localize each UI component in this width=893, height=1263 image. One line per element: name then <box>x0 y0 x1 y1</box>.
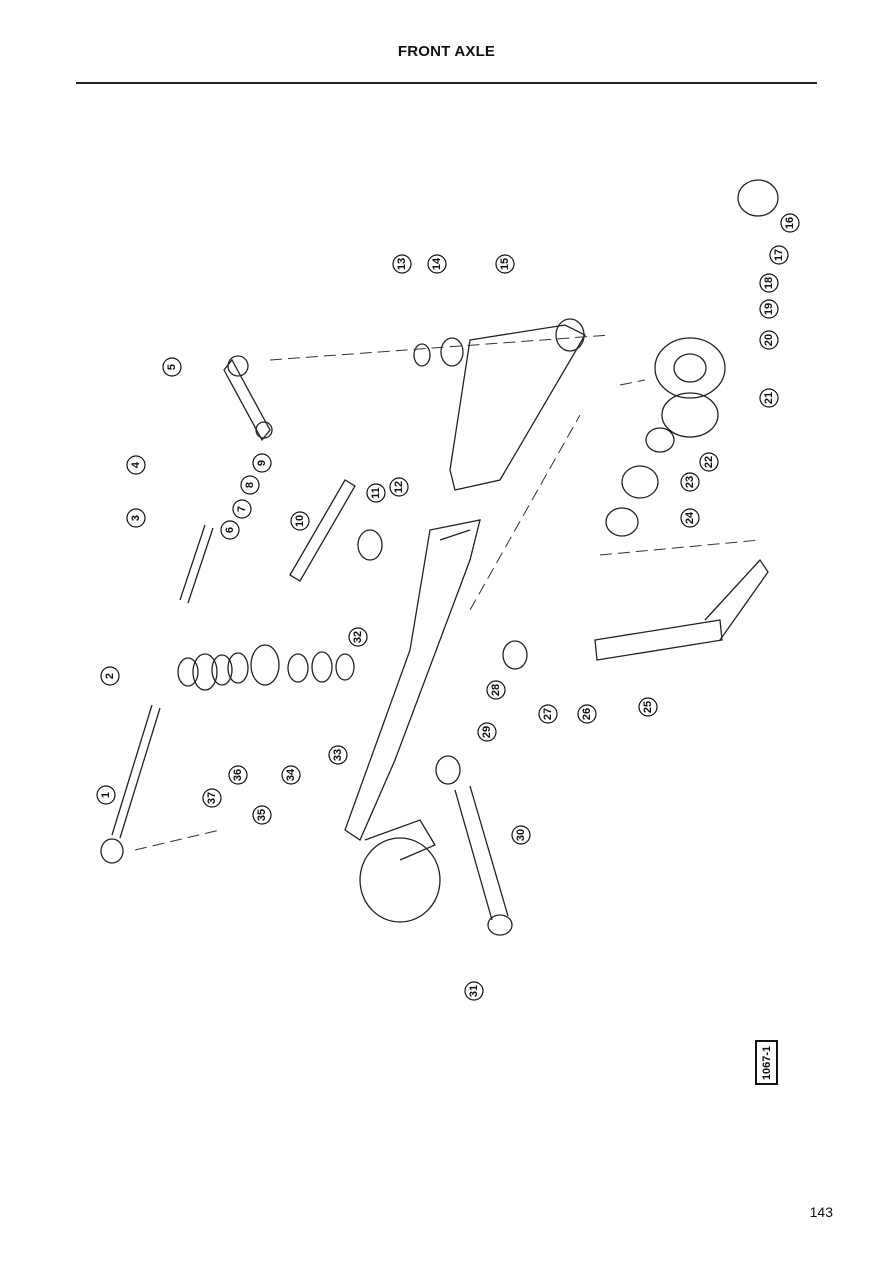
callout-24: 24 <box>680 508 700 528</box>
callout-2: 2 <box>100 666 120 686</box>
callout-label: 23 <box>684 476 696 488</box>
callout-label: 32 <box>352 631 364 643</box>
callout-11: 11 <box>366 483 386 503</box>
callout-18: 18 <box>759 273 779 293</box>
callout-label: 13 <box>396 258 408 270</box>
callout-label: 27 <box>542 708 554 720</box>
callout-label: 30 <box>515 829 527 841</box>
callout-label: 2 <box>104 673 116 679</box>
callout-16: 16 <box>780 213 800 233</box>
callout-label: 6 <box>224 527 236 533</box>
callout-label: 33 <box>332 749 344 761</box>
callout-label: 21 <box>763 392 775 404</box>
callout-label: 1 <box>100 792 112 798</box>
callout-8: 8 <box>240 475 260 495</box>
callout-37: 37 <box>202 788 222 808</box>
callout-5: 5 <box>162 357 182 377</box>
callout-30: 30 <box>511 825 531 845</box>
callout-label: 22 <box>703 456 715 468</box>
callout-label: 34 <box>285 768 297 781</box>
callout-15: 15 <box>495 254 515 274</box>
callout-31: 31 <box>464 981 484 1001</box>
callout-label: 7 <box>236 506 248 512</box>
callout-36: 36 <box>228 765 248 785</box>
callout-9: 9 <box>252 453 272 473</box>
callout-label: 31 <box>468 985 480 997</box>
callout-12: 12 <box>389 477 409 497</box>
callout-label: 8 <box>244 482 256 488</box>
callout-label: 3 <box>130 515 142 521</box>
callout-label: 5 <box>166 364 178 370</box>
page-number: 143 <box>809 1204 833 1220</box>
callout-19: 19 <box>759 299 779 319</box>
callout-7: 7 <box>232 499 252 519</box>
callout-25: 25 <box>638 697 658 717</box>
callout-label: 20 <box>763 334 775 346</box>
callout-4: 4 <box>126 455 146 475</box>
callout-20: 20 <box>759 330 779 350</box>
callout-label: 10 <box>294 515 306 527</box>
callout-22: 22 <box>699 452 719 472</box>
callout-label: 12 <box>393 481 405 493</box>
callout-label: 15 <box>499 258 511 270</box>
callout-label: 16 <box>784 217 796 229</box>
callout-label: 37 <box>206 792 218 804</box>
callout-label: 14 <box>431 257 443 270</box>
callout-1: 1 <box>96 785 116 805</box>
callout-29: 29 <box>477 722 497 742</box>
callout-label: 26 <box>581 708 593 720</box>
figure-reference-code: 1067-1 <box>755 1040 778 1085</box>
callout-14: 14 <box>427 254 447 274</box>
callout-label: 9 <box>256 460 268 466</box>
callout-32: 32 <box>348 627 368 647</box>
callout-label: 17 <box>773 249 785 261</box>
callout-34: 34 <box>281 765 301 785</box>
header-rule <box>76 82 817 84</box>
callout-label: 29 <box>481 726 493 738</box>
callout-27: 27 <box>538 704 558 724</box>
callout-26a: 26 <box>577 704 597 724</box>
callout-13: 13 <box>392 254 412 274</box>
callout-label: 25 <box>642 701 654 713</box>
callout-23: 23 <box>680 472 700 492</box>
callout-group: 1 2 3 4 5 6 7 8 9 10 11 12 13 14 15 16 1… <box>96 213 800 1001</box>
callout-6: 6 <box>220 520 240 540</box>
callout-21: 21 <box>759 388 779 408</box>
page-title: FRONT AXLE <box>397 43 496 60</box>
callout-label: 24 <box>684 511 696 524</box>
callout-10: 10 <box>290 511 310 531</box>
figure-reference-label: 1067-1 <box>760 1045 773 1080</box>
callout-17: 17 <box>769 245 789 265</box>
callout-label: 35 <box>256 809 268 821</box>
callout-35: 35 <box>252 805 272 825</box>
callout-33: 33 <box>328 745 348 765</box>
callout-label: 28 <box>490 684 502 696</box>
callout-label: 4 <box>130 461 142 468</box>
callout-label: 18 <box>763 277 775 289</box>
callout-label: 19 <box>763 303 775 315</box>
callout-3: 3 <box>126 508 146 528</box>
callout-28: 28 <box>486 680 506 700</box>
callout-label: 36 <box>232 769 244 781</box>
callout-label: 11 <box>370 487 382 499</box>
